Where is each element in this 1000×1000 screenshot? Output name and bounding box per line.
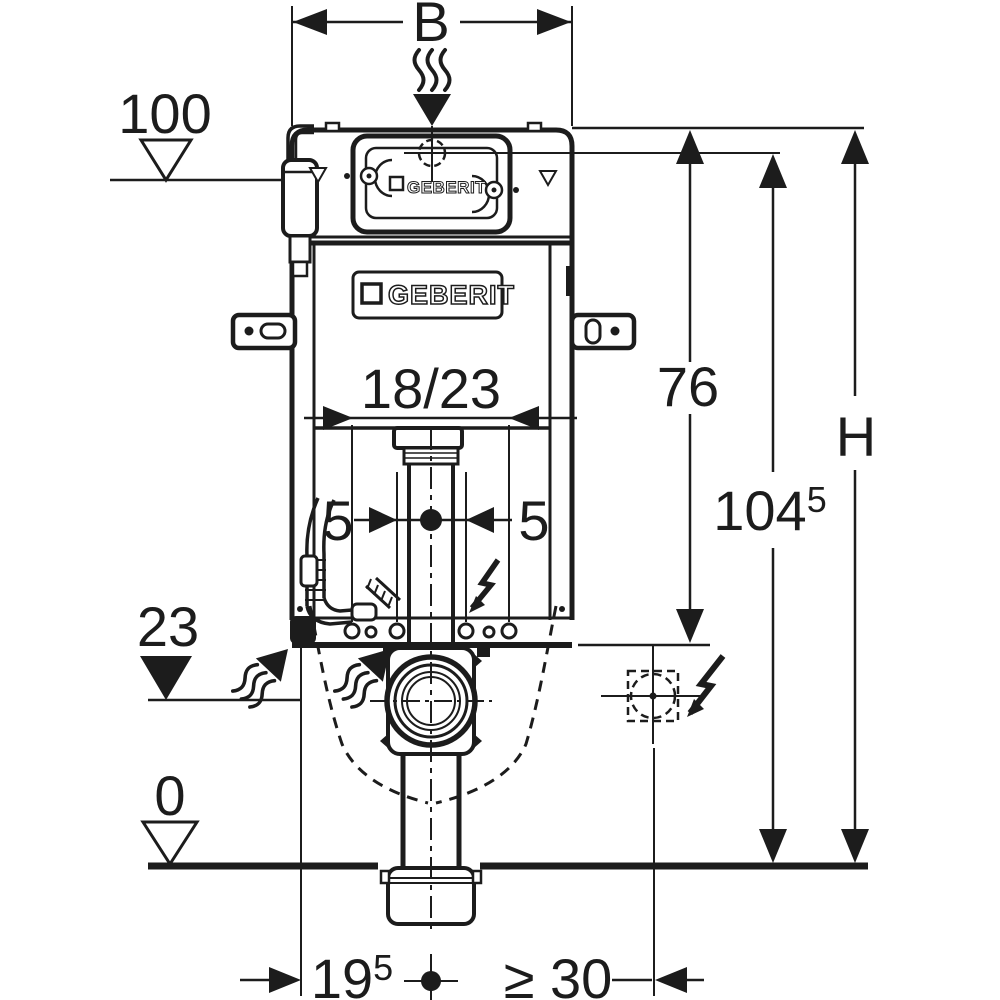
- flush-pipe: [392, 426, 464, 648]
- bracket-slot: [259, 322, 287, 340]
- section-mark: [566, 266, 573, 296]
- label-floor-level: 0: [154, 764, 185, 827]
- level-triangle-filled: [140, 656, 192, 700]
- center-reference-dot: [420, 509, 442, 531]
- label-offset-right: 5: [518, 489, 549, 552]
- geberit-logo-square: [360, 282, 383, 305]
- label-frame-width: B: [412, 0, 449, 53]
- rail-hole: [364, 625, 378, 639]
- label-outlet-level: 23: [137, 595, 199, 658]
- pipe-clip: [477, 645, 490, 657]
- actuation-crosshair: [417, 138, 447, 168]
- dimension-frame-width: B: [291, 0, 573, 126]
- geberit-logo-square: [388, 175, 405, 192]
- supply-pipe: [286, 124, 314, 162]
- dimension-panel-height: 76: [572, 126, 864, 647]
- lightning-bolt-icon: [469, 558, 501, 610]
- arrowhead-right: [537, 9, 571, 35]
- level-marker-floor: 0: [140, 764, 200, 867]
- dimension-offsets: 5 5: [322, 472, 550, 622]
- dimension-total-height: H: [836, 130, 876, 863]
- level-marker-outlet: 23: [137, 595, 301, 702]
- panel-logo-text: GEBERIT: [407, 178, 486, 197]
- water-level-mark-left: [308, 167, 328, 185]
- water-supply-valve: [281, 124, 319, 278]
- water-level-mark-right: [538, 170, 558, 188]
- cistern-logo-plate: GEBERIT: [351, 270, 515, 320]
- rail-hole: [457, 622, 475, 640]
- flush-bend-socket: [392, 426, 464, 450]
- bracket-slot: [584, 318, 602, 345]
- arrowhead-left: [293, 9, 327, 35]
- dimension-top-edge-height: 1045: [713, 154, 827, 863]
- level-triangle-open: [138, 138, 194, 183]
- label-drain-offset: 195: [311, 947, 393, 1000]
- electrical-symbols: [469, 558, 726, 744]
- rail-hole: [482, 625, 496, 639]
- access-panel: GEBERIT: [308, 126, 780, 235]
- frame-foot-left: [290, 616, 316, 644]
- air-flow-arrow-top: [411, 48, 453, 128]
- lightning-bolt-icon: [687, 654, 726, 715]
- level-triangle-open: [140, 820, 200, 867]
- frame-top-tab: [324, 121, 341, 133]
- label-top-edge-height: 1045: [713, 479, 826, 542]
- hose-bracket: [299, 554, 319, 588]
- rail-hole: [343, 622, 361, 640]
- rail-hole: [500, 622, 518, 640]
- wall-bracket-left: [230, 312, 298, 351]
- label-panel-height: 76: [657, 355, 719, 418]
- tank-logo-text: GEBERIT: [388, 280, 515, 310]
- hose-corrugation: [366, 578, 393, 608]
- wc-pan-outline: [308, 605, 558, 805]
- center-reference-dot: [421, 971, 441, 991]
- frame-top-tab: [526, 121, 543, 133]
- label-total-height: H: [836, 405, 876, 468]
- label-offset-left: 5: [322, 489, 353, 552]
- hose-fitting: [350, 602, 378, 622]
- label-supply-level: 100: [118, 82, 211, 145]
- floor-and-socket: [148, 862, 868, 926]
- rail-hole: [388, 622, 406, 640]
- mounting-frame: [289, 121, 575, 657]
- wall-bracket-right: [569, 312, 637, 351]
- dimension-bottom: 195 ≥ 30: [240, 648, 704, 1000]
- level-marker-supply: 100: [110, 82, 284, 183]
- supply-hose: [299, 497, 402, 626]
- dimension-flush-bend: 18/23: [304, 357, 577, 622]
- label-electrical-clearance: ≥ 30: [504, 947, 613, 1000]
- label-flush-bend: 18/23: [361, 357, 501, 420]
